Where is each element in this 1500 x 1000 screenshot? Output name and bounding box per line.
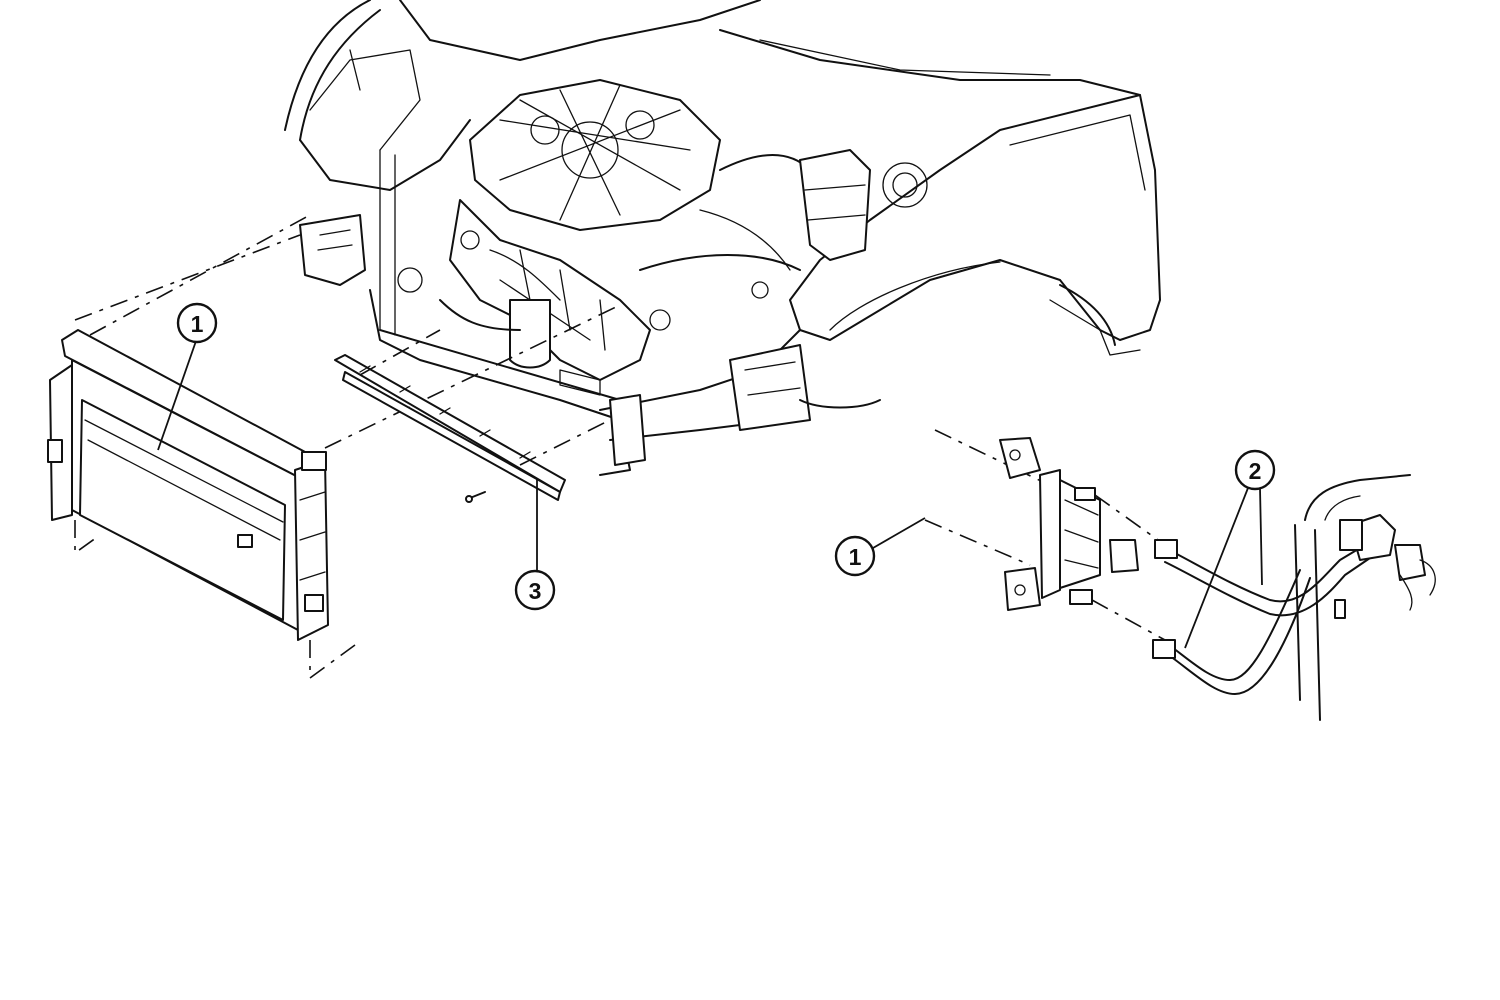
cooler-lines	[1152, 474, 1436, 721]
callout-2-lines: 2	[1184, 449, 1276, 649]
callout-1-radiator: 1	[157, 302, 218, 451]
callout-3-shield: 3	[514, 478, 556, 611]
callout-number: 2	[1249, 458, 1262, 484]
callout-number: 3	[529, 578, 542, 604]
callout-number: 1	[191, 311, 204, 337]
engine-bay-illustration	[284, 0, 1161, 476]
callout-circle	[1234, 449, 1276, 491]
callout-circle	[514, 569, 556, 611]
callout-circle	[176, 302, 218, 344]
callout-1-cooler: 1	[834, 517, 926, 577]
lower-shield	[334, 329, 611, 503]
callout-circle	[834, 535, 876, 577]
callout-number: 1	[849, 544, 862, 570]
oil-cooler-assembly	[924, 429, 1166, 641]
radiator-assembly	[47, 214, 621, 680]
